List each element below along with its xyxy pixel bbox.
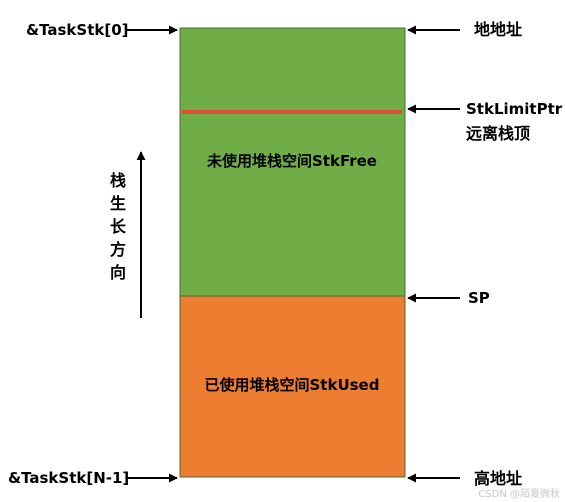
growth-char: 长: [110, 217, 127, 236]
growth-char: 生: [110, 194, 126, 213]
watermark: CSDN @陌夏微秋: [478, 487, 560, 500]
high-address-label: 高地址: [474, 469, 522, 488]
growth-direction-label: 栈 生 长 方 向: [110, 171, 127, 282]
used-region-label: 已使用堆栈空间StkUsed: [205, 376, 380, 394]
low-address-label: 地地址: [474, 20, 522, 39]
free-region-label: 未使用堆栈空间StkFree: [206, 152, 377, 170]
growth-char: 方: [110, 240, 126, 259]
sp-label: SP: [468, 289, 490, 307]
used-stack-region: [179, 295, 406, 478]
stk-limit-ptr-label: StkLimitPtr: [466, 100, 563, 118]
task-stk-end-label: &TaskStk[N-1]: [8, 469, 129, 487]
task-stk-start-label: &TaskStk[0]: [26, 21, 129, 39]
far-from-top-label: 远离栈顶: [466, 124, 530, 143]
growth-char: 栈: [110, 171, 126, 190]
growth-char: 向: [110, 263, 126, 282]
free-stack-region: [179, 27, 406, 297]
